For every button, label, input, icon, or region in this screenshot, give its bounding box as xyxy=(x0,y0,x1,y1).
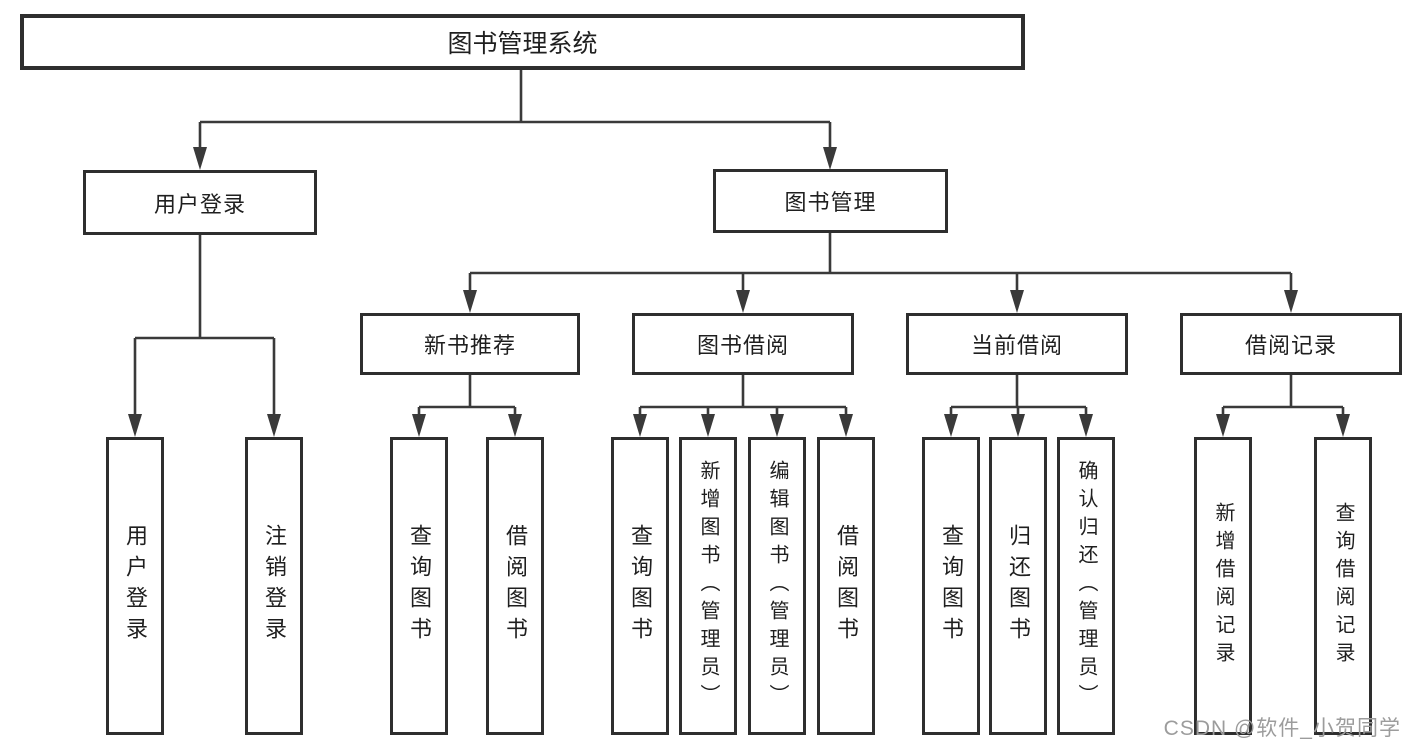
leaf-label: 归还图书 xyxy=(1006,524,1031,648)
leaf-label: 注销登录 xyxy=(262,524,287,648)
leaf-borrow-books-recommend: 借阅图书 xyxy=(486,437,544,735)
leaf-search-borrow-record: 查询借阅记录 xyxy=(1314,437,1372,735)
leaf-label: 用户登录 xyxy=(123,524,148,648)
leaf-logout: 注销登录 xyxy=(245,437,303,735)
leaf-search-books-recommend: 查询图书 xyxy=(390,437,448,735)
node-label: 当前借阅 xyxy=(970,333,1063,358)
node-label: 图书借阅 xyxy=(696,333,789,358)
node-user-login-branch: 用户登录 xyxy=(83,170,317,235)
leaf-borrow-books: 借阅图书 xyxy=(817,437,875,735)
node-book-management-branch: 图书管理 xyxy=(713,169,948,233)
leaf-label: 编辑图书（管理员） xyxy=(766,460,788,712)
leaf-label: 新增借阅记录 xyxy=(1212,502,1234,670)
node-label: 用户登录 xyxy=(153,191,246,217)
leaf-edit-books-admin: 编辑图书（管理员） xyxy=(748,437,806,735)
node-new-book-recommendation: 新书推荐 xyxy=(360,313,580,375)
watermark: CSDN @软件_小贺同学 xyxy=(1163,717,1401,740)
node-borrowing-records: 借阅记录 xyxy=(1180,313,1402,375)
leaf-label: 查询图书 xyxy=(407,524,432,648)
leaf-confirm-return-admin: 确认归还（管理员） xyxy=(1057,437,1115,735)
leaf-search-books-borrow: 查询图书 xyxy=(611,437,669,735)
leaf-add-borrow-record: 新增借阅记录 xyxy=(1194,437,1252,735)
leaf-label: 新增图书（管理员） xyxy=(697,460,719,712)
node-label: 图书管理 xyxy=(784,190,877,215)
leaf-label: 借阅图书 xyxy=(503,524,528,648)
node-label: 新书推荐 xyxy=(423,333,516,358)
leaf-search-books-current: 查询图书 xyxy=(922,437,980,735)
tree-edges xyxy=(133,70,1345,416)
node-root-system: 图书管理系统 xyxy=(20,14,1025,70)
leaf-label: 借阅图书 xyxy=(834,524,859,648)
leaf-label: 确认归还（管理员） xyxy=(1075,460,1097,712)
leaf-add-books-admin: 新增图书（管理员） xyxy=(679,437,737,735)
leaf-label: 查询借阅记录 xyxy=(1332,502,1354,670)
node-label: 借阅记录 xyxy=(1244,333,1337,358)
leaf-user-login: 用户登录 xyxy=(106,437,164,735)
node-current-borrowing: 当前借阅 xyxy=(906,313,1128,375)
arrow-down-icons xyxy=(128,147,1350,437)
leaf-return-books: 归还图书 xyxy=(989,437,1047,735)
leaf-label: 查询图书 xyxy=(628,524,653,648)
node-label: 图书管理系统 xyxy=(447,30,598,58)
leaf-label: 查询图书 xyxy=(939,524,964,648)
node-book-borrowing: 图书借阅 xyxy=(632,313,854,375)
